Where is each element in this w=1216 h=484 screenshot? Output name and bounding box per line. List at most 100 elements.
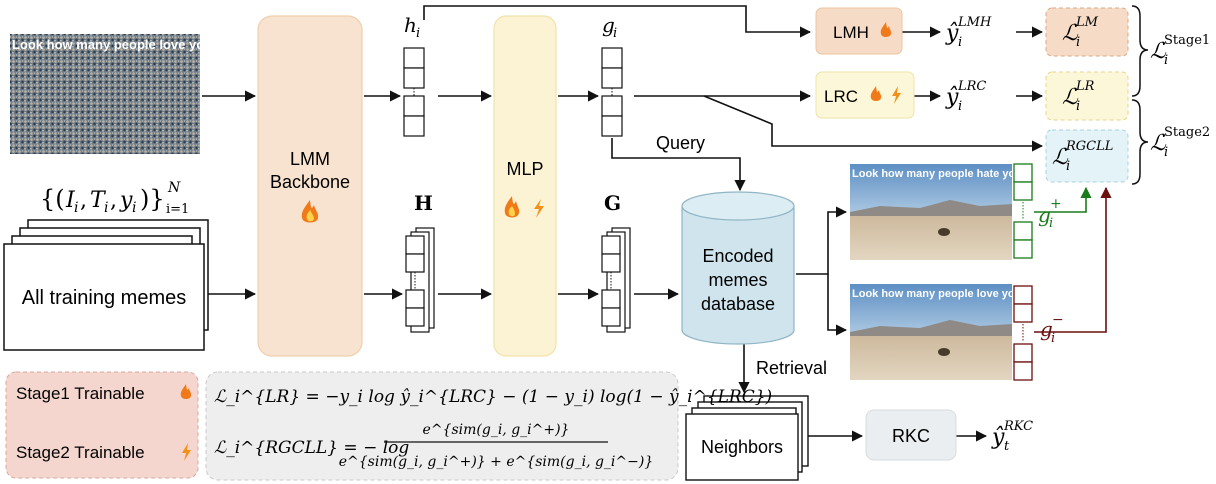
flow-arrows [202, 5, 1044, 442]
svg-text:ŷ: ŷ [945, 21, 959, 46]
rkc-head: RKC [865, 409, 957, 461]
negative-vector [1013, 285, 1033, 381]
fire-icon [180, 384, 192, 399]
svg-text:Stage2: Stage2 [1164, 125, 1210, 140]
svg-text:i: i [416, 26, 420, 41]
formula-rgcll-num: e^{sim(g_i, g_i^+)} [423, 422, 570, 438]
trainable-legend: Stage1 Trainable Stage2 Trainable [5, 371, 199, 479]
g-vector: g i [601, 13, 623, 137]
fire-icon [880, 22, 892, 37]
neighbors-stack: Neighbors [685, 395, 809, 481]
y-lmh-output: ŷ i LMH [945, 15, 992, 50]
svg-text:)}: )} [140, 185, 165, 213]
lightning-icon [534, 199, 544, 218]
fire-icon [301, 200, 319, 223]
mlp-block: MLP [493, 15, 557, 357]
svg-text:Backbone: Backbone [270, 172, 350, 192]
svg-text:LR: LR [1075, 79, 1095, 94]
lmm-backbone-block: LMM Backbone [257, 15, 363, 357]
loss-lm-box: ℒ i LM [1045, 7, 1129, 57]
fire-icon [504, 196, 520, 218]
svg-text:Encoded: Encoded [702, 246, 773, 266]
legend-stage1: Stage1 Trainable [16, 384, 145, 403]
svg-text:G: G [604, 191, 621, 215]
svg-text:RKC: RKC [1003, 419, 1033, 434]
query-label: Query [656, 133, 705, 153]
H-matrix: H [405, 191, 435, 333]
svg-text:RKC: RKC [892, 426, 930, 446]
h-vector: h i [403, 13, 425, 137]
svg-text:i: i [613, 26, 617, 41]
svg-text:i: i [104, 200, 108, 216]
svg-text:y: y [119, 188, 133, 213]
positive-meme-image: Look how many people hate you [850, 164, 1022, 260]
positive-link [1034, 186, 1092, 213]
svg-text:N: N [167, 180, 181, 196]
svg-text:I: I [65, 188, 76, 213]
svg-text:+: + [1050, 196, 1062, 212]
svg-text:ℒ: ℒ [1062, 85, 1079, 110]
svg-text:i: i [1049, 216, 1053, 231]
svg-text:h: h [404, 13, 417, 37]
svg-text:,: , [80, 188, 87, 213]
svg-text:RGCLL: RGCLL [1065, 139, 1113, 154]
svg-text:g: g [1038, 203, 1051, 227]
svg-text:t: t [1004, 439, 1010, 454]
neighbors-label: Neighbors [701, 437, 783, 457]
loss-stage2: ℒ i Stage2 [1150, 125, 1210, 160]
svg-text:LM: LM [1075, 15, 1099, 30]
negative-meme-image: Look how many people love you [850, 284, 1021, 380]
svg-text:i: i [1076, 99, 1080, 114]
training-memes-label: All training memes [22, 287, 187, 309]
positive-vector [1013, 163, 1033, 259]
lightning-icon [892, 86, 901, 104]
stage-braces [1131, 5, 1149, 185]
svg-text:T: T [90, 188, 107, 213]
svg-text:ℒ: ℒ [1150, 131, 1167, 156]
svg-text:LRC: LRC [824, 87, 858, 106]
svg-text:i=1: i=1 [166, 202, 189, 217]
meme-caption-positive: Look how many people hate you [852, 168, 1022, 180]
g-positive-label: g i + [1038, 196, 1062, 231]
fire-icon [870, 86, 882, 101]
svg-text:i: i [958, 99, 962, 114]
legend-stage2: Stage2 Trainable [16, 443, 145, 462]
svg-text:i: i [1164, 145, 1168, 160]
svg-text:i: i [1051, 331, 1055, 346]
svg-text:ℒ: ℒ [1052, 145, 1069, 170]
formula-rgcll-lhs: ℒ_i^{RGCLL} = − log [214, 438, 409, 458]
loss-rgcll-box: ℒ i RGCLL [1045, 129, 1129, 183]
svg-text:LRC: LRC [957, 79, 986, 94]
training-memes-stack: All training memes [3, 219, 209, 351]
svg-text:i: i [132, 200, 136, 216]
svg-text:g: g [602, 13, 615, 37]
loss-stage1: ℒ i Stage1 [1150, 33, 1210, 68]
y-rkc-output: ŷ t RKC [991, 419, 1033, 454]
meme-caption-top: Look how many people love you [12, 37, 212, 52]
g-negative-label: g i − [1040, 312, 1064, 346]
dataset-label: {( I i , T i , y i )} N i=1 [40, 180, 189, 217]
retrieval-label: Retrieval [756, 358, 827, 378]
formula-box: ℒ_i^{LR} = −y_i log ŷ_i^{LRC} − (1 − y_i… [205, 371, 772, 481]
svg-text:−: − [1052, 312, 1064, 328]
svg-text:LMM: LMM [290, 149, 330, 169]
svg-text:Stage1: Stage1 [1164, 33, 1210, 48]
svg-text:i: i [74, 200, 78, 216]
svg-text:i: i [1164, 53, 1168, 68]
y-lrc-output: ŷ i LRC [945, 79, 986, 114]
svg-text:LMH: LMH [833, 23, 869, 42]
formula-rgcll-den: e^{sim(g_i, g_i^+)} + e^{sim(g_i, g_i^−)… [339, 454, 654, 470]
svg-text:i: i [958, 35, 962, 50]
negative-link [1034, 186, 1112, 333]
loss-lr-box: ℒ i LR [1045, 71, 1129, 121]
svg-text:ℒ: ℒ [1062, 21, 1079, 46]
G-matrix: G [601, 191, 631, 333]
input-meme-image: Look how many people love you [10, 34, 212, 154]
svg-text:ŷ: ŷ [991, 425, 1005, 450]
svg-text:,: , [110, 188, 117, 213]
svg-text:LMH: LMH [957, 15, 992, 30]
formula-lr: ℒ_i^{LR} = −y_i log ŷ_i^{LRC} − (1 − y_i… [214, 387, 772, 407]
svg-text:ℒ: ℒ [1150, 39, 1167, 64]
meme-caption-negative: Look how many people love you [852, 288, 1021, 300]
svg-text:{(: {( [40, 185, 65, 213]
